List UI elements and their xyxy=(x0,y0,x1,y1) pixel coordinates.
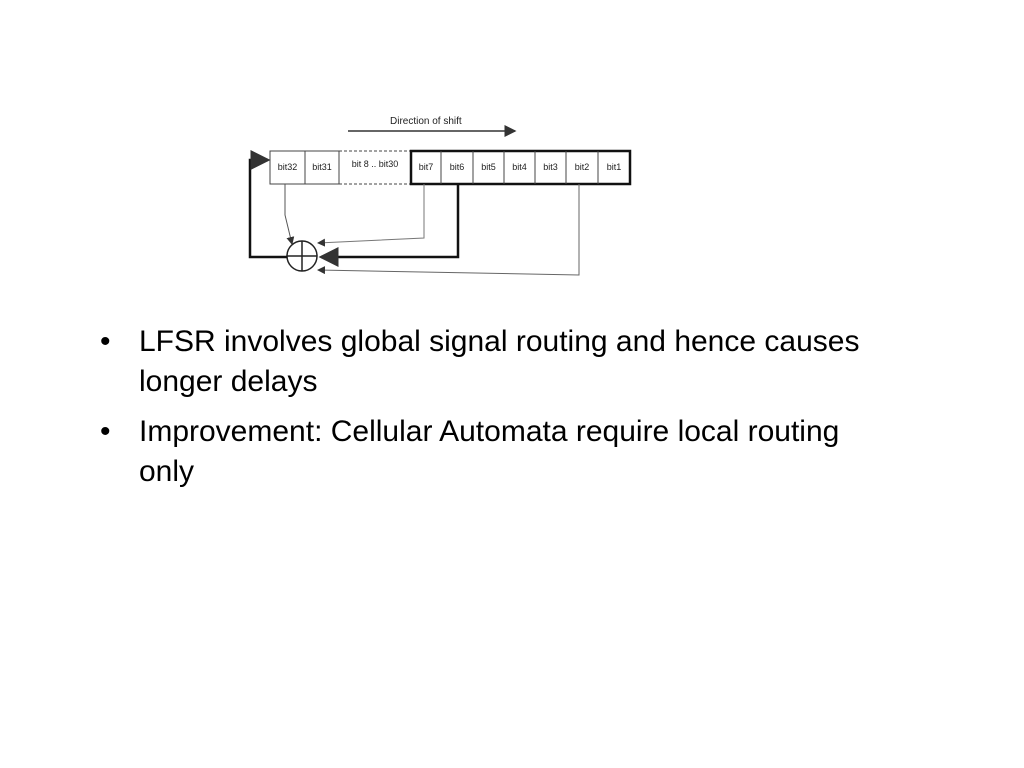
xor-gate xyxy=(286,240,318,272)
cell-label-bit3: bit3 xyxy=(543,162,558,172)
block-bit7-bit1 xyxy=(409,149,632,186)
cell-label-bit31: bit31 xyxy=(312,162,332,172)
bullet-text: Improvement: Cellular Automata require l… xyxy=(139,415,840,488)
register: bit32 bit31 bit 8 .. bit30 bit7 bit6 bit… xyxy=(269,149,632,186)
tap-bit2 xyxy=(317,184,580,276)
feedback-path xyxy=(248,150,287,259)
lfsr-diagram: Direction of shift bit32 bit31 bit 8 .. … xyxy=(248,116,632,276)
bullet-marker: • xyxy=(100,325,111,358)
tap-bit32 xyxy=(284,184,295,245)
tap-bit7 xyxy=(317,184,425,247)
cell-bit31 xyxy=(304,150,340,185)
cell-label-bit7: bit7 xyxy=(419,162,434,172)
cell-label-bit32: bit32 xyxy=(278,162,298,172)
bullet-item: • LFSR involves global signal routing an… xyxy=(100,322,860,402)
direction-label: Direction of shift xyxy=(390,116,462,127)
cell-label-bit4: bit4 xyxy=(512,162,527,172)
cell-label-bit5: bit5 xyxy=(481,162,496,172)
cell-label-bit2: bit2 xyxy=(575,162,590,172)
bullet-list: • LFSR involves global signal routing an… xyxy=(100,322,860,502)
bullet-text: LFSR involves global signal routing and … xyxy=(139,325,860,398)
bullet-item: • Improvement: Cellular Automata require… xyxy=(100,412,860,492)
tap-block xyxy=(318,184,460,267)
cell-label-bit1: bit1 xyxy=(607,162,622,172)
bullet-marker: • xyxy=(100,415,111,448)
cell-label-middle: bit 8 .. bit30 xyxy=(352,159,399,169)
cell-label-bit6: bit6 xyxy=(450,162,465,172)
